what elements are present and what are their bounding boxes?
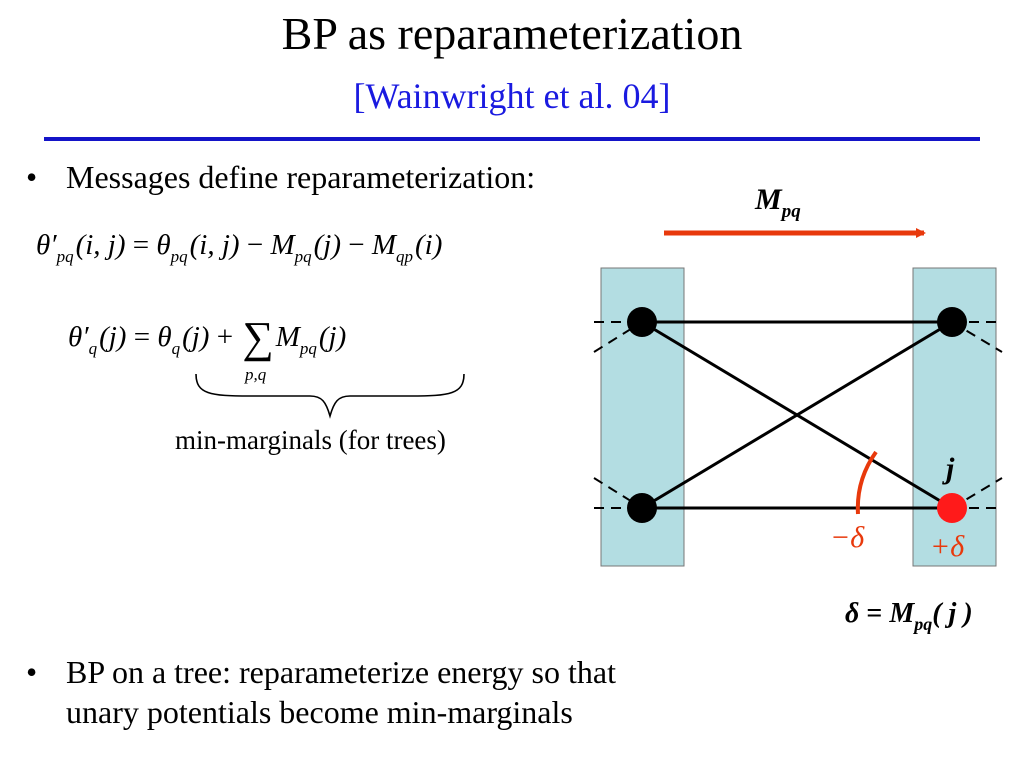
eq-subscript: qp bbox=[396, 247, 414, 266]
reparam-equation-unary: θ′q(j) = θq(j) + ∑Mpq(j) bbox=[68, 315, 347, 360]
bullet-text: BP on a tree: reparameterize energy so t… bbox=[66, 654, 616, 690]
eq-args: (j) bbox=[313, 229, 341, 261]
eq-symbol: θ bbox=[156, 229, 171, 261]
eq-symbol: θ′ bbox=[68, 321, 89, 353]
reparam-equation-pairwise: θ′pq(i, j) = θpq(i, j) − Mpq(j) − Mqp(i) bbox=[36, 228, 442, 266]
eq-operator: = bbox=[132, 229, 150, 261]
brace-label: min-marginals (for trees) bbox=[175, 425, 446, 455]
eq-subscript: pq bbox=[170, 247, 188, 266]
sum-symbol: ∑ bbox=[242, 313, 274, 362]
plus-delta-label: +δ bbox=[930, 530, 965, 563]
bullet-text-continued: unary potentials become min-marginals bbox=[66, 694, 573, 730]
eq-subscript: pq bbox=[294, 247, 312, 266]
eq-subscript: pq bbox=[56, 247, 74, 266]
eq-subscript: q bbox=[171, 339, 181, 358]
bullet-item: • Messages define reparameterization: bbox=[26, 157, 666, 197]
eq-symbol: θ′ bbox=[36, 229, 57, 261]
eq-symbol: M bbox=[270, 229, 295, 261]
bullet-marker: • bbox=[26, 159, 38, 195]
node-q-top bbox=[937, 307, 967, 337]
eq-operator: + bbox=[216, 321, 234, 353]
bullet-text: Messages define reparameterization: bbox=[66, 159, 536, 195]
eq-operator: − bbox=[246, 229, 264, 261]
minus-delta-label: −δ bbox=[830, 521, 865, 554]
slide-subtitle: [Wainwright et al. 04] bbox=[353, 76, 671, 116]
eq-args: (i, j) bbox=[189, 229, 240, 261]
bullet-item: • BP on a tree: reparameterize energy so… bbox=[26, 652, 786, 732]
eq-args: (j) bbox=[318, 321, 347, 353]
delta-definition: δ = Mpq( j ) bbox=[845, 598, 973, 634]
eq-args: (i, j) bbox=[75, 229, 126, 261]
slide-title: BP as reparameterization bbox=[281, 8, 743, 59]
message-label: Mpq bbox=[755, 183, 801, 222]
node-q-j bbox=[937, 493, 967, 523]
eq-args: (j) bbox=[182, 321, 210, 353]
eq-symbol: M bbox=[275, 321, 300, 353]
underbrace bbox=[195, 373, 465, 419]
eq-symbol: θ bbox=[157, 321, 172, 353]
eq-operator: − bbox=[348, 229, 365, 261]
eq-symbol: M bbox=[371, 229, 397, 261]
eq-subscript: pq bbox=[299, 339, 317, 358]
pairwise-edges bbox=[641, 320, 953, 510]
node-label: j bbox=[946, 452, 955, 485]
eq-subscript: q bbox=[88, 339, 98, 358]
sum-subscript: p,q bbox=[245, 365, 267, 384]
eq-operator: = bbox=[133, 321, 151, 353]
eq-args: (j) bbox=[99, 321, 127, 353]
bullet-marker: • bbox=[26, 654, 38, 690]
delta-arc bbox=[855, 450, 878, 515]
title-divider bbox=[44, 137, 980, 141]
eq-args: (i) bbox=[415, 229, 443, 261]
node-p-bottom bbox=[627, 493, 657, 523]
node-p-top bbox=[627, 307, 657, 337]
